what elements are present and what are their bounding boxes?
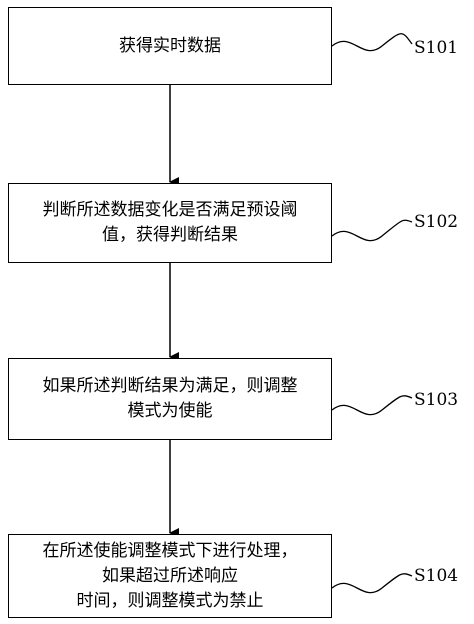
step-label-s104: S104 bbox=[414, 566, 459, 586]
step-text-s103: 如果所述判断结果为满足，则调整 模式为使能 bbox=[42, 376, 298, 421]
leader-line-s102 bbox=[331, 219, 413, 242]
step-box-s102: 判断所述数据变化是否满足预设阈 值，获得判断结果 bbox=[8, 183, 332, 263]
step-label-s101: S101 bbox=[414, 38, 459, 58]
leader-line-s103 bbox=[331, 395, 413, 416]
step-text-s101: 获得实时数据 bbox=[119, 35, 221, 56]
step-label-s103: S103 bbox=[414, 390, 459, 410]
step-box-s101: 获得实时数据 bbox=[8, 7, 332, 85]
step-box-s103: 如果所述判断结果为满足，则调整 模式为使能 bbox=[8, 358, 332, 440]
leader-line-s104 bbox=[331, 573, 413, 594]
step-text-s104: 在所述使能调整模式下进行处理， 如果超过所述响应 时间，则调整模式为禁止 bbox=[42, 540, 298, 611]
step-text-s102: 判断所述数据变化是否满足预设阈 值，获得判断结果 bbox=[42, 200, 298, 245]
leader-line-s101 bbox=[331, 33, 413, 52]
step-box-s104: 在所述使能调整模式下进行处理， 如果超过所述响应 时间，则调整模式为禁止 bbox=[8, 534, 332, 618]
step-label-s102: S102 bbox=[414, 212, 459, 232]
